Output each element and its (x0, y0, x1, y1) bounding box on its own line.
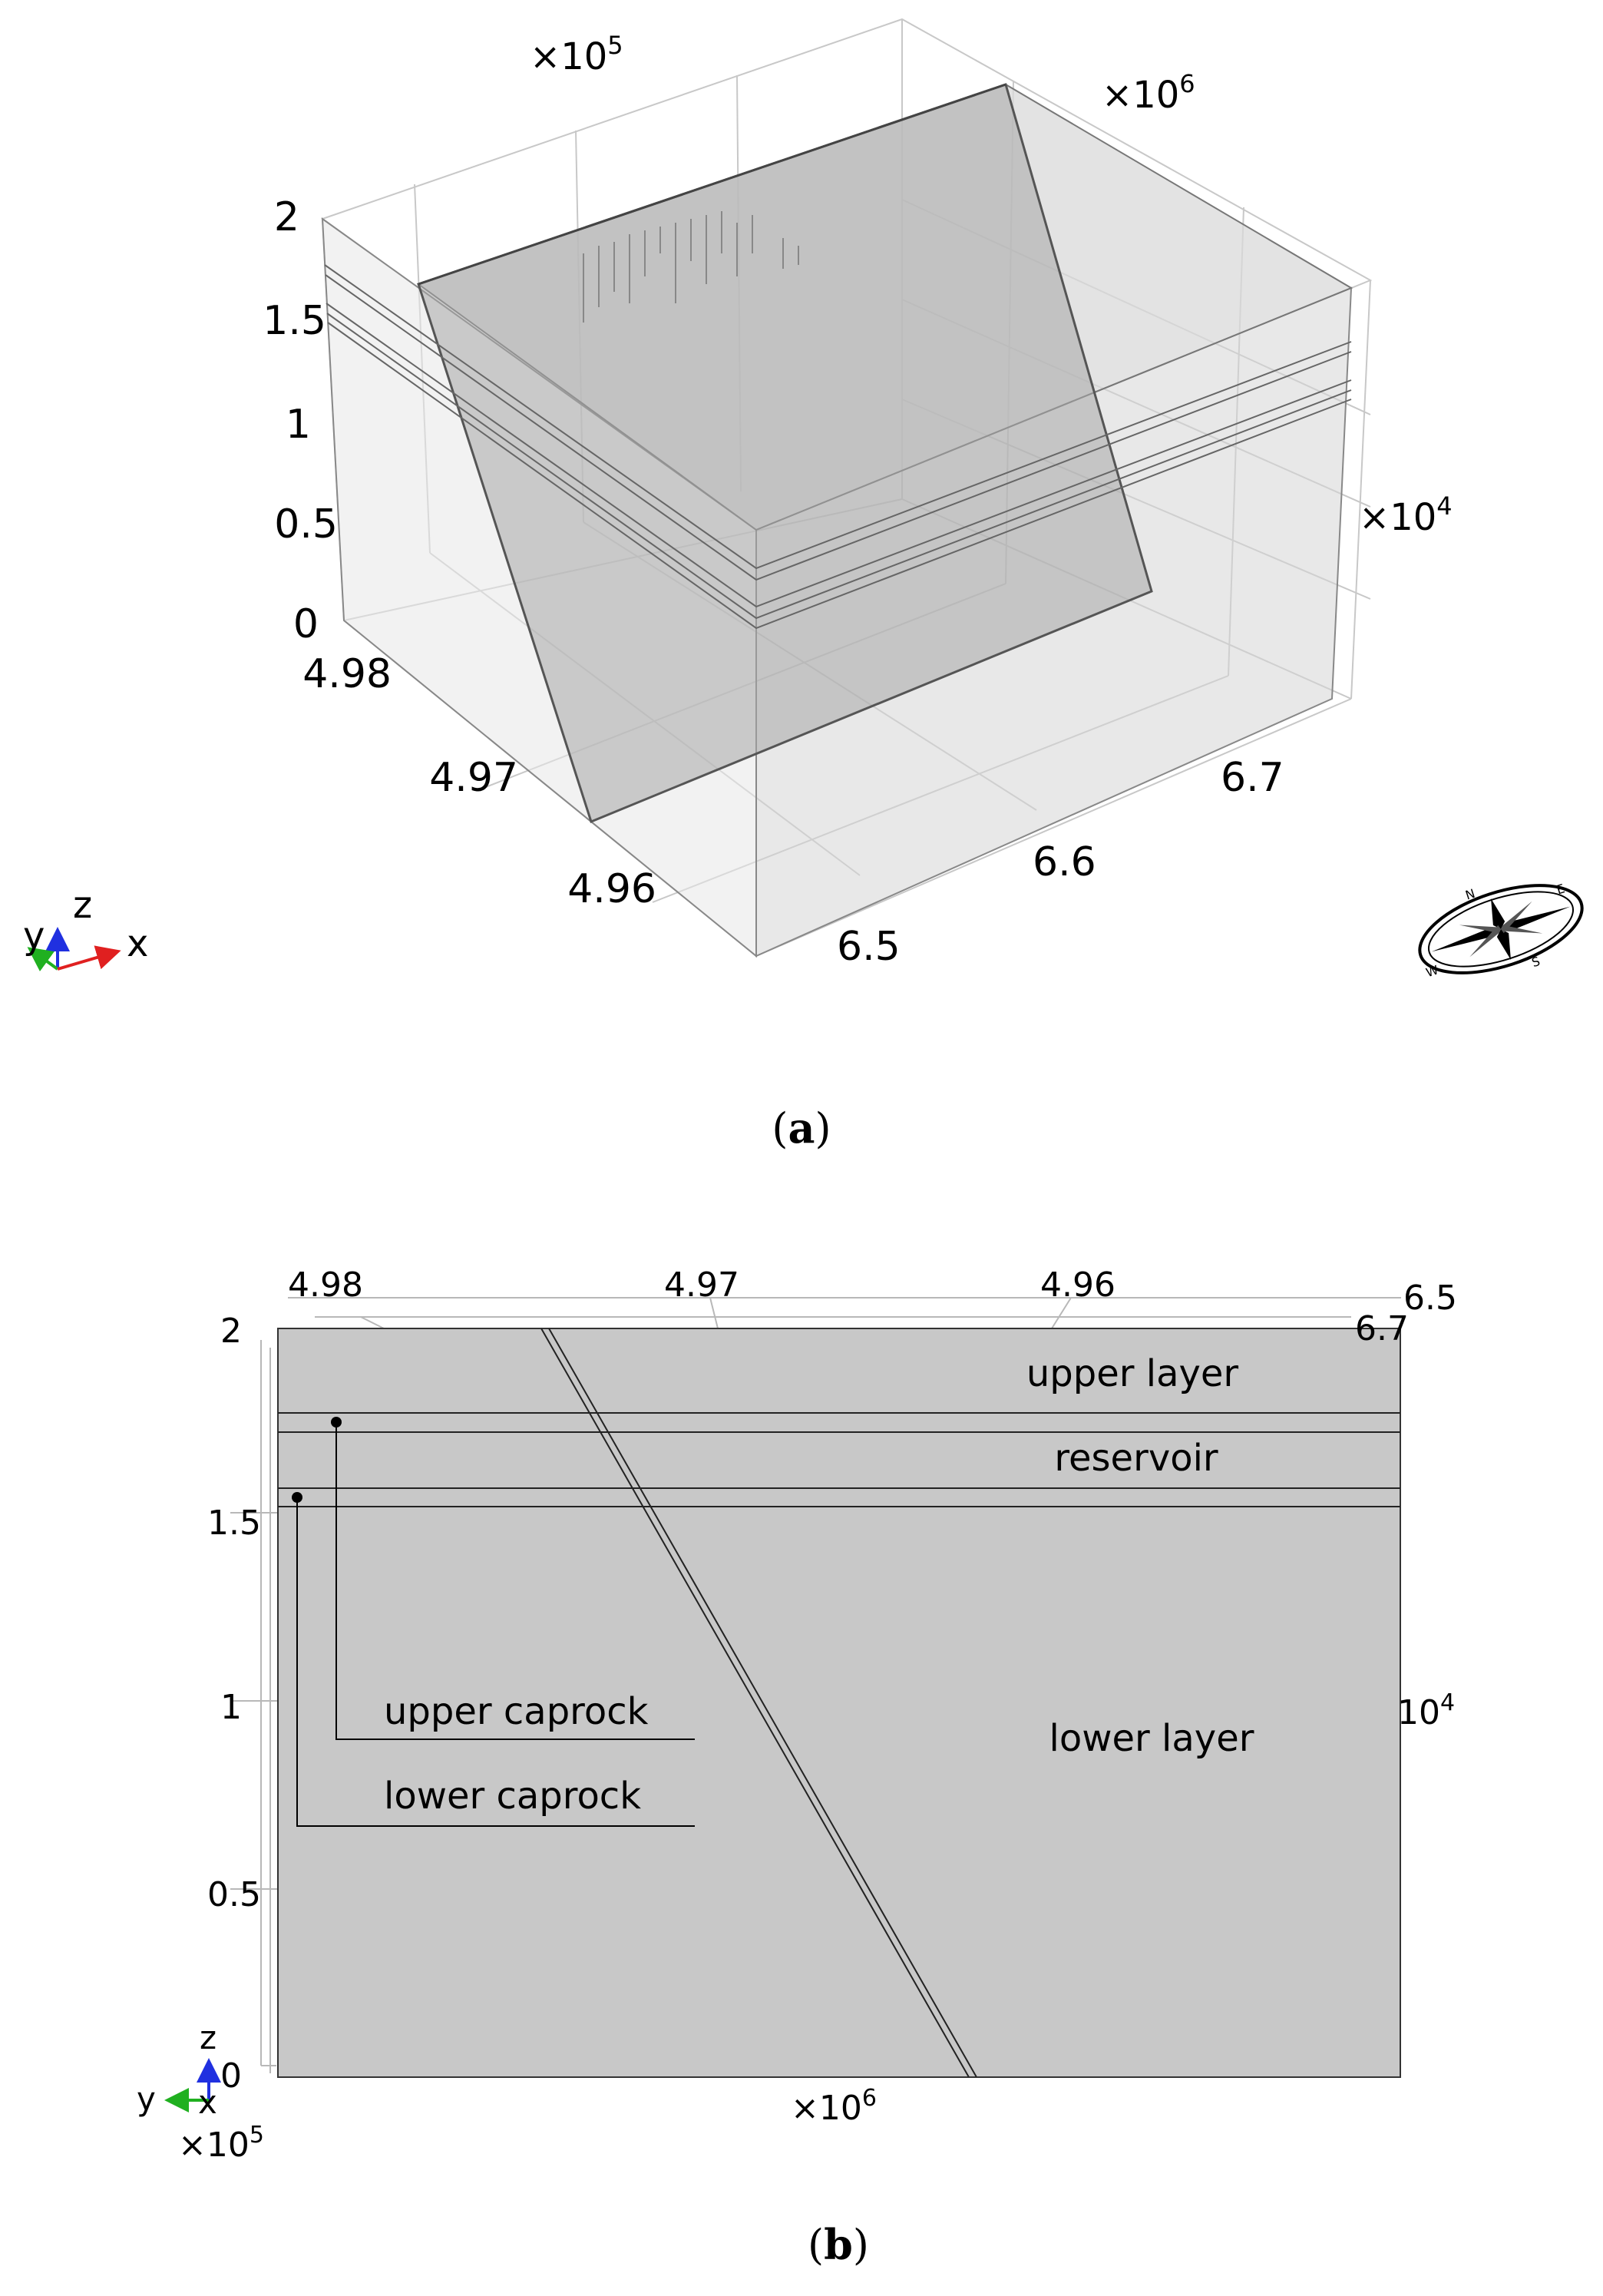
y-axis-arrow (27, 947, 59, 972)
label-upper-layer: upper layer (1026, 1352, 1239, 1395)
y-multiplier-b: ×105 (178, 2122, 264, 2165)
left-tick: 0 (220, 2056, 242, 2096)
x-label: x (198, 2083, 217, 2121)
x-axis-arrow (57, 945, 121, 971)
label-lower-caprock: lower caprock (384, 1775, 641, 1818)
compass-rose-icon: N E S W (1418, 881, 1584, 980)
upper-caprock-marker (331, 1417, 342, 1428)
axis-triad-a: z y x (23, 884, 148, 972)
compass-s: S (1530, 954, 1542, 970)
right-top-tick: 6.7 (1355, 1309, 1409, 1348)
z-label: z (200, 2019, 216, 2056)
left-tick: 1 (220, 1688, 242, 1727)
z-tick-labels-a: 2 1.5 1 0.5 0 (263, 194, 338, 647)
z-tick: 2 (274, 194, 299, 240)
y-tick: 6.7 (1221, 755, 1284, 801)
z-tick: 1.5 (263, 298, 326, 344)
right-top-tick: 6.5 (1403, 1279, 1457, 1318)
label-upper-caprock: upper caprock (384, 1690, 649, 1733)
z-multiplier-a: ×104 (1359, 491, 1453, 539)
label-lower-layer: lower layer (1049, 1717, 1254, 1760)
x-tick: 4.96 (567, 866, 656, 912)
layer-lines (324, 264, 1352, 630)
caption-b: (b) (808, 2220, 869, 2269)
right-tick-labels-a: 6.5 6.6 6.7 (837, 755, 1284, 970)
left-tick: 1.5 (207, 1504, 261, 1543)
z-tick: 1 (286, 402, 311, 448)
well-traces (583, 211, 799, 323)
compass-w: W (1424, 962, 1440, 980)
panel-a: ×105 ×106 ×104 2 1.5 1 0.5 0 4.98 4.97 4… (23, 18, 1584, 1153)
cross-section-block (277, 1328, 1401, 2078)
fault-top-edge (418, 83, 1006, 286)
fault-zone (540, 1328, 977, 2078)
caption-a: (a) (772, 1103, 831, 1153)
compass-n: N (1463, 886, 1476, 903)
axis-triad-b: z y x (137, 2019, 221, 2121)
x-label: x (127, 922, 148, 965)
x-tick: 4.97 (429, 755, 518, 801)
y-tick: 6.5 (837, 924, 901, 970)
y-label: y (23, 915, 45, 958)
right-exponent-label: 104 (1397, 1689, 1455, 1732)
z-tick: 0 (293, 601, 319, 647)
z-tick: 0.5 (274, 501, 338, 548)
x-tick: 4.98 (302, 651, 392, 697)
panel-b: upper layer reservoir upper caprock lowe… (137, 1265, 1457, 2269)
top-tick: 4.97 (664, 1265, 739, 1305)
label-reservoir: reservoir (1054, 1437, 1218, 1480)
z-label: z (73, 884, 92, 927)
y-tick: 6.6 (1033, 839, 1096, 885)
x-multiplier-b: ×106 (791, 2085, 877, 2128)
caprock-leaders (296, 1422, 695, 1827)
x-multiplier-a: ×105 (530, 31, 623, 78)
top-tick: 4.98 (288, 1265, 363, 1305)
layer-boundaries (278, 1412, 1400, 1507)
left-tick: 2 (220, 1312, 242, 1351)
left-tick-labels-a: 4.98 4.97 4.96 (302, 651, 656, 912)
lower-caprock-marker (292, 1492, 302, 1503)
left-tick: 0.5 (207, 1875, 261, 1914)
y-label: y (137, 2080, 156, 2118)
y-multiplier-a: ×106 (1102, 69, 1195, 117)
top-tick: 4.96 (1040, 1265, 1115, 1305)
